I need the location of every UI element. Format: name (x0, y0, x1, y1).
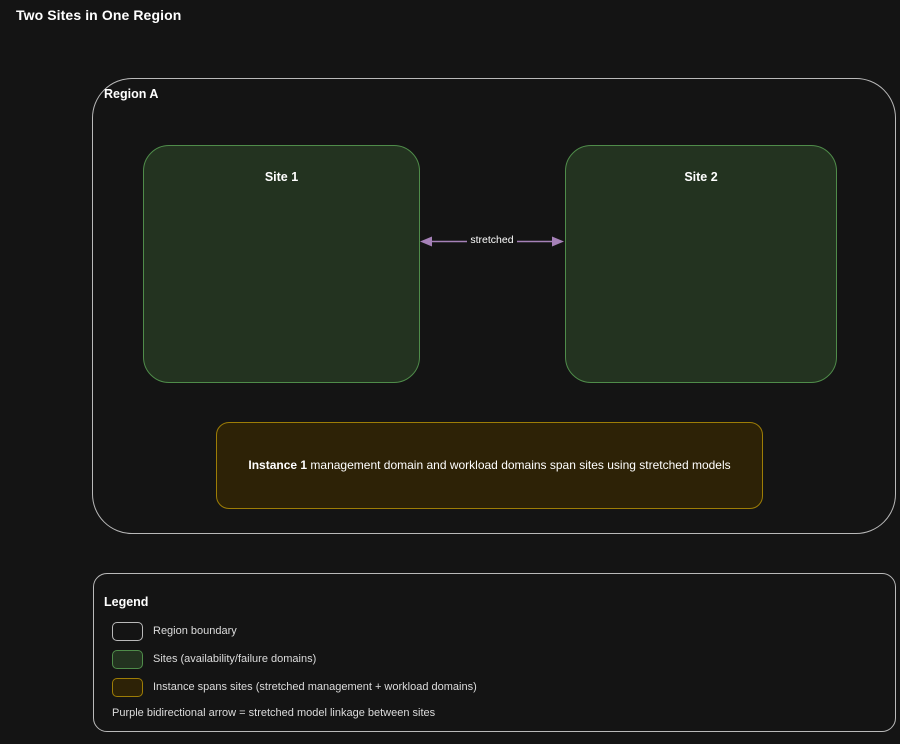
legend-rows: Region boundary Sites (availability/fail… (112, 617, 872, 701)
site-label-1: Site 1 (264, 170, 299, 184)
legend-label-sites: Sites (availability/failure domains) (153, 653, 317, 665)
legend-item-sites: Sites (availability/failure domains) (112, 645, 872, 673)
stretched-link-arrow-icon (420, 236, 564, 247)
site-label-2: Site 2 (684, 170, 718, 184)
legend-item-instance: Instance spans sites (stretched manageme… (112, 673, 872, 701)
legend-item-region: Region boundary (112, 617, 872, 645)
legend-label-instance: Instance spans sites (stretched manageme… (153, 681, 477, 693)
legend-swatch-region-icon (112, 621, 143, 641)
region-boundary (92, 78, 896, 534)
site-box-1: Site 1 (143, 145, 420, 383)
legend-note: Purple bidirectional arrow = stretched m… (112, 707, 436, 719)
instance-name: Instance 1 (248, 458, 308, 472)
legend-label-region: Region boundary (153, 625, 237, 637)
instance-description: management domain and workload domains s… (310, 458, 731, 472)
instance-text: Instance 1 management domain and workloa… (234, 457, 744, 474)
legend-swatch-instance-icon (112, 677, 143, 697)
region-label: Region A (104, 87, 159, 101)
legend-title: Legend (104, 595, 149, 609)
legend-swatch-site-icon (112, 649, 143, 669)
page-title: Two Sites in One Region (16, 7, 182, 23)
legend-panel (93, 573, 896, 732)
site-box-2: Site 2 (565, 145, 837, 383)
instance-box: Instance 1 management domain and workloa… (216, 422, 763, 509)
